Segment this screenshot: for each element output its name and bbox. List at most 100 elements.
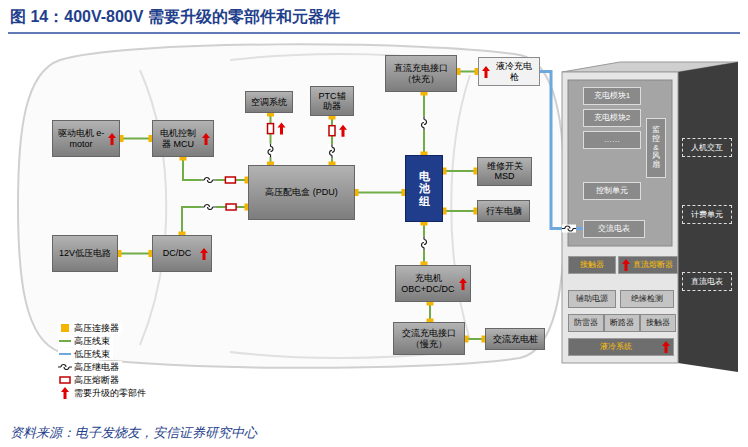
- relay-coil: [422, 117, 427, 131]
- fuse-symbol: [226, 204, 236, 210]
- relay-coil: [422, 237, 427, 251]
- relay-coil: [201, 178, 215, 183]
- upgrade-arrow: [200, 248, 208, 260]
- connector-group: [420, 89, 428, 159]
- connector-group: [180, 154, 252, 185]
- connector-group: [540, 72, 583, 233]
- legend-item: 高压连接器: [58, 322, 122, 334]
- legend-sample: [58, 335, 72, 347]
- legend-label: 高压连接器: [74, 323, 119, 333]
- node-label: 接触器: [646, 318, 670, 327]
- fuse-symbol: [329, 126, 335, 136]
- cabinet-part: 辅助电源: [568, 290, 616, 308]
- connector-group: [117, 135, 156, 142]
- cabinet-part: 绝缘检测: [620, 290, 674, 308]
- upgrade-arrow-shape: [482, 66, 490, 78]
- relay-coil: [330, 144, 335, 158]
- upgrade-arrow-shape: [662, 341, 670, 353]
- node-label: 空调系统: [251, 97, 287, 107]
- component-box: 液冷充电枪: [478, 57, 540, 86]
- upgrade-arrow-shape: [459, 278, 467, 290]
- node-label: 12V低压电路: [59, 248, 111, 258]
- node-label: 驱动电机 e-motor: [57, 128, 105, 149]
- relay-symbol: [562, 225, 576, 233]
- node-label: 直流充电接口 （快充）: [390, 63, 452, 84]
- node-label: 监控&风扇: [652, 126, 660, 170]
- node-label: 高压配电盒 (PDU): [265, 187, 338, 197]
- node-label: 交流电表: [598, 224, 630, 233]
- component-box: 空调系统: [245, 91, 293, 113]
- component-box: 电机控制器 MCU: [152, 120, 214, 157]
- upgrade-arrow: [278, 123, 286, 135]
- relay-gap: [420, 117, 428, 131]
- node-label: 电机控制器 MCU: [157, 128, 199, 149]
- relay-gap: [420, 237, 428, 251]
- harness-line: [443, 210, 477, 212]
- upgrade-arrow: [61, 387, 69, 399]
- cabinet-part: 接触器: [640, 314, 676, 332]
- upgrade-arrow: [202, 133, 210, 145]
- component-box: DC/DC: [152, 235, 212, 272]
- node-label: 电池组: [419, 170, 430, 206]
- legend-item: 高压熔断器: [58, 374, 122, 386]
- relay-gap: [202, 203, 216, 211]
- upgrade-arrow: [108, 133, 116, 145]
- node-label: DC/DC: [163, 248, 192, 258]
- node-label: 液冷充电枪: [493, 61, 535, 82]
- node-label: 直流电表: [691, 277, 723, 286]
- cabinet-part: 直流熔断器: [618, 256, 678, 274]
- legend-item: 需要升级的零部件: [58, 387, 149, 399]
- legend-label: 低压线束: [74, 349, 110, 359]
- upgrade-arrow: [622, 259, 630, 271]
- cabinet-part: 断路器: [604, 314, 640, 332]
- node-label: 防雷器: [574, 318, 598, 327]
- harness-line: [182, 207, 248, 235]
- node-label: 控制单元: [596, 186, 628, 195]
- figure-caption: 资料来源：电子发烧友，安信证券研究中心: [10, 424, 257, 442]
- relay-gap: [201, 176, 215, 184]
- legend-label: 需要升级的零部件: [74, 388, 146, 398]
- node-label: 直流熔断器: [633, 260, 673, 269]
- node-label: 充电模块2: [594, 113, 630, 122]
- relay-symbol: [420, 117, 428, 131]
- node-label: 行车电脑: [486, 206, 522, 216]
- component-box: 交流充电桩: [485, 328, 545, 350]
- upgrade-arrow: [662, 341, 670, 353]
- cabinet-function: 人机交互: [682, 138, 732, 157]
- upgrade-arrow: [482, 66, 490, 78]
- connector-group: [420, 219, 428, 269]
- relay-coil: [202, 205, 216, 210]
- relay-symbol: [201, 176, 215, 184]
- connector-group: [267, 110, 286, 169]
- cabinet-module: 控制单元: [583, 182, 641, 200]
- node-label: 维修开关 MSD: [482, 161, 527, 182]
- node-label: 接触器: [580, 260, 604, 269]
- figure-title: 图 14：400V-800V 需要升级的零部件和元器件: [10, 7, 340, 28]
- node-label: PTC辅助器: [315, 91, 349, 112]
- connector-group: [440, 208, 481, 215]
- harness-line: [355, 192, 405, 194]
- cabinet-inner-panel: [568, 80, 672, 246]
- component-box: 充电机 OBC+DC/DC: [395, 265, 471, 302]
- node-label: 人机交互: [691, 143, 723, 152]
- cabinet-function: 计费单元: [682, 205, 732, 224]
- sample-line: [59, 340, 71, 342]
- harness-line: [118, 253, 152, 255]
- cabinet-module: ……: [583, 131, 641, 149]
- legend-label: 高压继电器: [74, 362, 119, 372]
- legend-label: 高压熔断器: [74, 375, 119, 385]
- connector-group: [328, 113, 347, 169]
- car-outline: [18, 44, 565, 368]
- node-label: 充电机 OBC+DC/DC: [400, 273, 456, 294]
- legend-sample: [58, 374, 72, 386]
- upgrade-arrow: [339, 125, 347, 137]
- relay-gap: [562, 225, 576, 233]
- harness-line: [540, 72, 583, 229]
- component-box: 交流充电接口 （慢充）: [393, 322, 465, 355]
- relay-symbol: [328, 144, 336, 158]
- relay-symbol: [58, 363, 72, 371]
- title-rule: [8, 32, 740, 34]
- relay-coil: [58, 365, 72, 370]
- relay-symbol: [202, 203, 216, 211]
- component-box: 高压配电盒 (PDU): [248, 165, 355, 220]
